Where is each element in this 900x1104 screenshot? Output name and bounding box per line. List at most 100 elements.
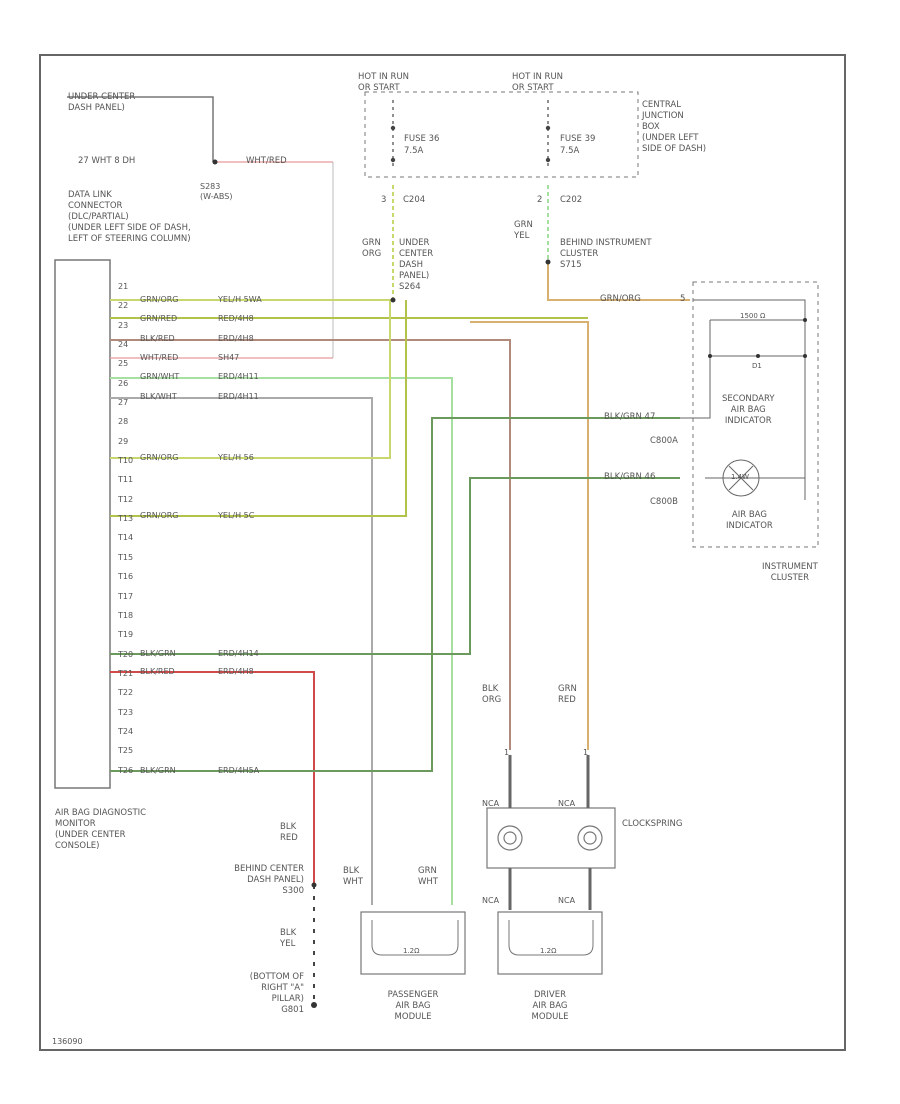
pin-wire-code: GRN/ORG (140, 295, 179, 304)
clockspring-box (486, 807, 616, 869)
pin-wire-desc: YEL/H 5WA (218, 295, 262, 304)
label-nca-1: NCA (482, 799, 500, 808)
driver-air-bag-module (497, 911, 603, 975)
label-c800b: C800B (650, 497, 678, 507)
wire-pin-24 (110, 339, 511, 750)
wire-under-center-dash (67, 96, 214, 162)
pin-wire-desc: SH47 (218, 353, 240, 362)
module-pin: T13 (118, 514, 134, 524)
central-junction-box-outline (364, 91, 639, 178)
wire-pin-t26 (110, 417, 680, 772)
module-pin: 21 (118, 282, 129, 291)
pin-wire-code: GRN/ORG (140, 511, 179, 520)
module-pin: T18 (118, 610, 134, 620)
module-pin: T12 (118, 494, 134, 504)
label-nca-2: NCA (558, 799, 576, 808)
module-pin: T19 (118, 630, 134, 640)
module-pin: T24 (118, 726, 134, 736)
module-pin: T20 (118, 649, 134, 659)
pin-wire-desc: ERD/4H5A (218, 766, 260, 775)
module-pin: T26 (118, 765, 134, 775)
label-ic-lamp: 1.4W (731, 473, 750, 481)
fuse-36 (390, 100, 396, 170)
ground-g801 (311, 1002, 317, 1008)
pin-wire-desc: ERD/4H14 (218, 649, 259, 658)
label-pin-c204: 3 (381, 195, 387, 205)
label-wire-27: 27 WHT 8 DH (78, 156, 136, 166)
label-c800a: C800A (650, 436, 678, 446)
ic-resistor-node-right (803, 354, 807, 358)
label-nca-3: NCA (482, 896, 500, 905)
pin-wire-desc: ERD/4H11 (218, 392, 259, 401)
ic-diode-node (756, 354, 760, 358)
fuse-39 (545, 100, 551, 170)
label-driver-module-resistance: 1.2Ω (540, 947, 557, 955)
pin-wire-desc: ERD/4H8 (218, 667, 254, 676)
module-pin: T21 (118, 668, 134, 678)
module-pin: 27 (118, 398, 129, 408)
pin-wire-desc: ERD/4H11 (218, 372, 259, 381)
clockspring-coils (497, 825, 603, 851)
splice-s283 (212, 159, 218, 165)
label-pin-c202: 2 (537, 195, 543, 205)
module-pin: T16 (118, 572, 134, 582)
module-pin: 25 (118, 359, 129, 369)
module-pin-list: 21 22 23 24 25 26 27 28 29 T10 T11 T12 T… (118, 277, 133, 780)
wire-pin-23b (470, 321, 589, 750)
pin-wire-code: BLK/RED (140, 667, 175, 676)
pin-wire-desc: ERD/4H8 (218, 334, 254, 343)
module-pin: T15 (118, 552, 134, 562)
wire-pin-26 (110, 377, 453, 905)
label-ic-wire: GRN/ORG (600, 294, 641, 304)
label-conn-1: 1 (504, 748, 510, 757)
pin-wire-code: GRN/ORG (140, 453, 179, 462)
label-connector-c204: C204 (403, 195, 426, 205)
wire-fuse39-to-ic (547, 262, 690, 301)
module-pin: 23 (118, 320, 129, 330)
instrument-cluster-outline (692, 281, 819, 548)
label-connector-c202: C202 (560, 195, 583, 205)
label-ic-diode: D1 (752, 362, 762, 370)
wire-pin-t20 (110, 477, 680, 655)
label-ic-pin: 5 (680, 294, 686, 304)
splice-s264 (390, 297, 396, 303)
module-pin: T22 (118, 688, 134, 698)
pin-wire-code: BLK/WHT (140, 392, 177, 401)
label-splice-s283: S283(W-ABS) (200, 182, 233, 201)
module-pin: 29 (118, 436, 129, 446)
label-wire-27-color: WHT/RED (246, 156, 287, 166)
ic-node-top-right (803, 318, 807, 322)
pin-wire-code: GRN/WHT (140, 372, 180, 381)
pin-wire-code: BLK/GRN (140, 649, 176, 658)
diagram-frame (39, 54, 846, 1051)
wire-pin-27 (110, 397, 373, 905)
splice-s300 (311, 882, 317, 888)
passenger-air-bag-module (360, 911, 466, 975)
air-bag-diagnostic-monitor (54, 259, 111, 789)
label-conn-2: 1 (583, 748, 589, 757)
module-pin: T25 (118, 746, 134, 756)
splice-s715 (545, 259, 551, 265)
instrument-cluster-internals (680, 299, 806, 500)
label-ic-wire-1: BLK/GRN 47 (604, 412, 656, 422)
label-code: 136090 (52, 1037, 83, 1046)
